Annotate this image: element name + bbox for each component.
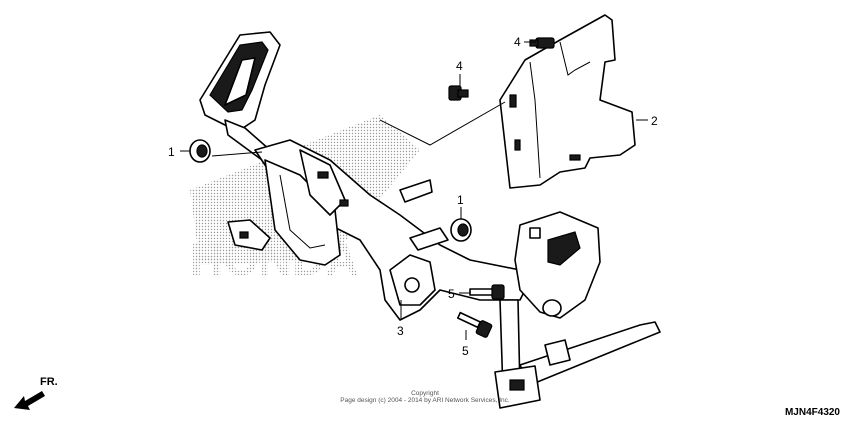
part-2-side-cover bbox=[499, 14, 636, 189]
front-direction-label: FR. bbox=[40, 376, 58, 388]
part-4-bolt-top bbox=[529, 37, 555, 49]
part-4-bolt-left bbox=[448, 85, 469, 101]
upper-left-bracket bbox=[199, 31, 281, 161]
callout-1-left: 1 bbox=[168, 145, 175, 159]
callouts: 1 1 2 3 4 4 5 5 bbox=[168, 35, 658, 358]
part-1-grommet-left bbox=[189, 139, 211, 163]
callout-5-upper: 5 bbox=[448, 287, 455, 301]
callout-2: 2 bbox=[651, 114, 658, 128]
copyright-line: Page design (c) 2004 - 2014 by ARI Netwo… bbox=[340, 397, 510, 404]
right-bracket bbox=[514, 211, 601, 319]
leader-lines bbox=[180, 41, 648, 340]
part-3-main-stay bbox=[227, 139, 531, 321]
copyright-title: Copyright bbox=[411, 390, 439, 397]
diagram-code: MJN4F4320 bbox=[784, 407, 840, 418]
callout-5-lower: 5 bbox=[462, 344, 469, 358]
callout-3: 3 bbox=[397, 324, 404, 338]
callout-1-right: 1 bbox=[457, 193, 464, 207]
part-5-bolt-upper bbox=[469, 284, 505, 300]
front-direction-arrow-icon bbox=[14, 391, 45, 410]
callout-4-left: 4 bbox=[456, 59, 463, 73]
callout-4-top: 4 bbox=[514, 35, 521, 49]
part-1-grommet-right bbox=[450, 218, 472, 242]
lower-crossbar bbox=[494, 299, 661, 409]
part-5-bolt-lower bbox=[456, 311, 493, 338]
